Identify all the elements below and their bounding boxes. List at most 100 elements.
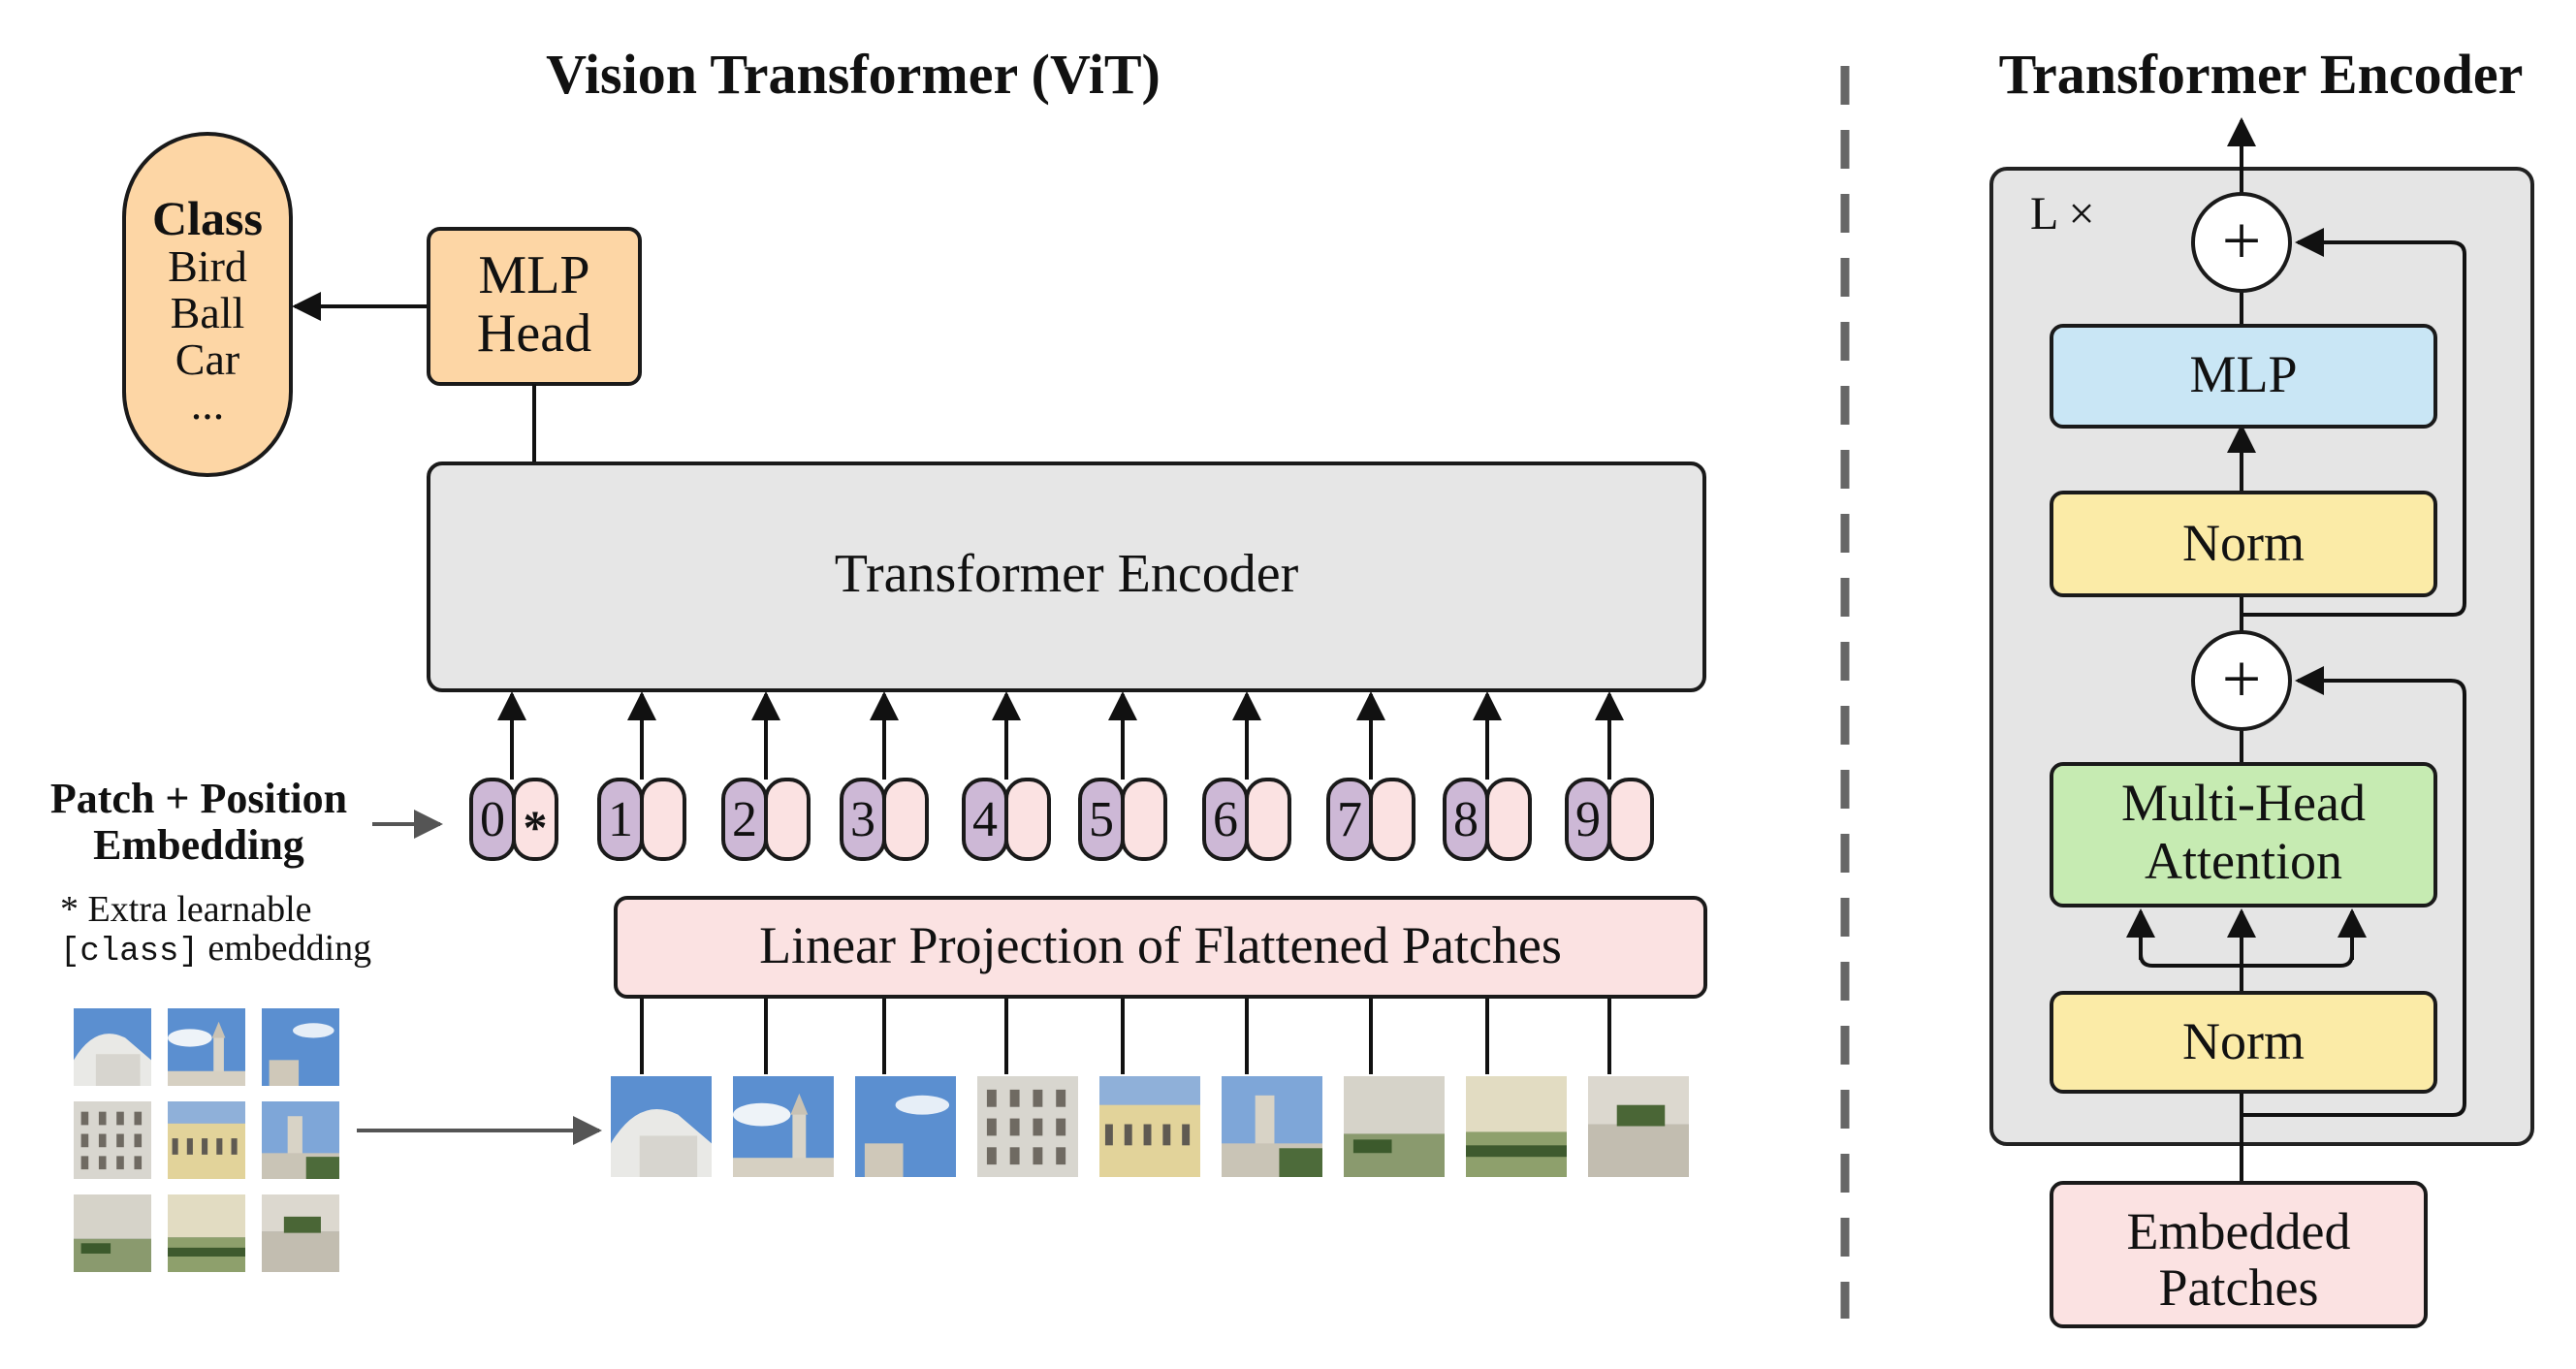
token-label-7: 7 [1337, 792, 1362, 847]
grid-patch-5-win [202, 1138, 208, 1155]
patch-5-win [1124, 1124, 1132, 1146]
linear-projection-label: Linear Projection of Flattened Patches [759, 916, 1562, 974]
grid-patch-3-content [262, 1008, 339, 1086]
token-patch-0 [512, 778, 558, 861]
grid-patch-6 [262, 1101, 339, 1179]
embedded-patches-line2: Patches [2159, 1258, 2319, 1317]
embedded-patches-box: Embedded Patches [2050, 1181, 2428, 1328]
grid-patch-5-win [216, 1138, 223, 1155]
patch-3-roof [864, 1143, 904, 1177]
patch-5-win [1143, 1124, 1152, 1146]
grid-patch-4-win [80, 1156, 89, 1170]
norm-label-2: Norm [2182, 514, 2305, 572]
patch-9 [1588, 1076, 1689, 1177]
left-title: Vision Transformer (ViT) [546, 43, 1161, 106]
patch-4-win [1033, 1089, 1043, 1107]
norm-label-1: Norm [2182, 1012, 2305, 1070]
grid-patch-4-content [74, 1101, 151, 1179]
class-item-bird: Bird [168, 241, 247, 291]
grid-patch-4-win [98, 1156, 107, 1170]
grid-patch-4-win [134, 1156, 143, 1170]
token-patch-8 [1485, 778, 1532, 861]
grid-patch-8-bldg [168, 1194, 245, 1238]
grid-patch-8 [168, 1194, 245, 1272]
token-label-4: 4 [972, 792, 998, 847]
grid-patch-4-win [116, 1111, 124, 1126]
token-label-6: 6 [1213, 792, 1238, 847]
grid-patch-2-base [168, 1070, 245, 1086]
patch-8-hedge [1466, 1145, 1567, 1158]
token-5: 5 [1078, 778, 1167, 861]
grid-patch-2 [168, 1008, 245, 1086]
patch-4-win [1009, 1118, 1020, 1136]
residual-path-2 [2242, 228, 2466, 617]
right-title: Transformer Encoder [1999, 43, 2524, 106]
patch-9-tree [1616, 1104, 1666, 1127]
grid-patch-4 [74, 1101, 151, 1179]
grid-patch-4-win [80, 1133, 89, 1148]
grid-patch-4-win [116, 1133, 124, 1148]
token-2: 2 [721, 778, 811, 861]
class-heading: Class [152, 191, 263, 245]
embedded-patches-line1: Embedded [2127, 1202, 2351, 1260]
plus-icon-1: + [2222, 640, 2262, 717]
patch-3 [855, 1076, 956, 1177]
patch-5-content [1099, 1076, 1200, 1177]
grid-patch-4-win [80, 1111, 89, 1126]
token-patch-6 [1245, 778, 1291, 861]
token-label-1: 1 [608, 792, 633, 847]
patch-4-win [1056, 1089, 1066, 1107]
norm-box-1: Norm [2050, 991, 2437, 1094]
grid-patch-4-win [98, 1111, 107, 1126]
patch-5-sky [1099, 1076, 1200, 1105]
grid-patch-4-win [134, 1111, 143, 1126]
grid-patch-7-content [74, 1194, 151, 1272]
token-label-8: 8 [1453, 792, 1479, 847]
patch-4-win [986, 1089, 997, 1107]
token-arrows [497, 691, 1624, 780]
class-output-box: Class Bird Ball Car ... [122, 132, 293, 477]
patch-5-win [1162, 1124, 1171, 1146]
grid-patch-1-content [74, 1008, 151, 1086]
grid-patch-3 [262, 1008, 339, 1086]
patch-4-win [1033, 1147, 1043, 1165]
linear-projection-box: Linear Projection of Flattened Patches [614, 896, 1707, 999]
patch-4-win [1009, 1089, 1020, 1107]
patch-5 [1099, 1076, 1200, 1177]
residual-add-2: + [2191, 192, 2292, 293]
token-4: 4 [962, 778, 1051, 861]
patch-8-bldg [1466, 1076, 1567, 1132]
grid-patch-9-content [262, 1194, 339, 1272]
attention-line1: Multi-Head [2121, 774, 2366, 832]
token-patch-4 [1004, 778, 1051, 861]
token-3: 3 [840, 778, 929, 861]
attention-split-lines [2139, 953, 2354, 968]
token-label-0: 0 [480, 792, 505, 847]
grid-patch-2-spire [211, 1021, 226, 1038]
grid-patch-1 [74, 1008, 151, 1086]
grid-patch-4-win [98, 1133, 107, 1148]
grid-patch-4-win [134, 1133, 143, 1148]
class-item-more: ... [191, 379, 225, 429]
token-patch-9 [1607, 778, 1654, 861]
patch-7-hedge [1352, 1139, 1392, 1154]
token-6: 6 [1202, 778, 1291, 861]
patch-5-win [1182, 1124, 1191, 1146]
grid-patch-7-hedge [80, 1243, 111, 1254]
mlp-head-box: MLP Head [427, 227, 642, 386]
patch-3-content [855, 1076, 956, 1177]
grid-patch-1-wall [95, 1054, 141, 1086]
patch-4-win [986, 1147, 997, 1165]
grid-patch-6-content [262, 1101, 339, 1179]
grid-patch-4-win [116, 1156, 124, 1170]
patch-4-win [1009, 1147, 1020, 1165]
patch-7-bldg [1344, 1076, 1445, 1134]
grid-patch-7-bldg [74, 1194, 151, 1239]
grid-patch-9 [262, 1194, 339, 1272]
patch-5-win [1104, 1124, 1113, 1146]
token-patch-7 [1369, 778, 1415, 861]
token-9: 9 [1565, 778, 1654, 861]
token-label-2: 2 [732, 792, 757, 847]
